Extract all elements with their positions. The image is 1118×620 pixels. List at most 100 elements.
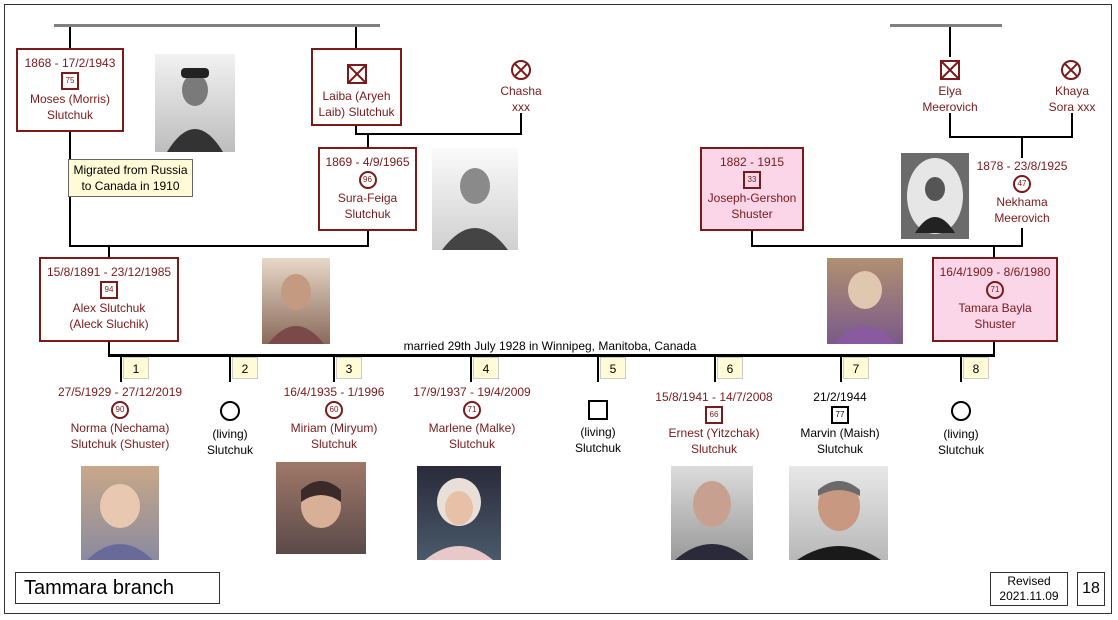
revised-date: 2021.11.09 — [999, 589, 1059, 603]
top-bar-right — [890, 24, 1002, 27]
child-number-1: 1 — [123, 357, 149, 379]
line-moses-up — [69, 27, 71, 49]
chasha-surname: xxx — [512, 100, 530, 114]
line-khaya-down — [1071, 113, 1073, 137]
oval-portrait-icon — [907, 158, 963, 234]
sura-age-icon: 96 — [358, 171, 377, 189]
sura-surname: Slutchuk — [344, 207, 391, 221]
line-elya-down — [949, 113, 951, 137]
person-laiba[interactable]: Laiba (Aryeh Laib) Slutchuk — [311, 48, 402, 126]
portrait-man-icon — [797, 481, 881, 560]
person-child-8[interactable]: (living) Slutchuk — [925, 400, 997, 458]
branch-title: Tammara branch — [15, 572, 220, 604]
child2-surname: Slutchuk — [206, 443, 254, 457]
line-alex-down — [108, 342, 110, 356]
child-number-3: 3 — [336, 357, 362, 379]
moses-dates: 1868 - 17/2/1943 — [24, 56, 116, 70]
tamara-photo — [827, 258, 903, 344]
person-moses[interactable]: 1868 - 17/2/1943 75 Moses (Morris) Slutc… — [16, 48, 124, 132]
line-nekhama-down — [1021, 228, 1023, 246]
nekhama-surname: Meerovich — [994, 211, 1050, 225]
portrait-woman-icon — [835, 271, 895, 344]
person-alex[interactable]: 15/8/1891 - 23/12/1985 94 Alex Slutchuk … — [39, 257, 179, 342]
child-number-6: 6 — [717, 357, 743, 379]
portrait-man-icon — [675, 481, 749, 560]
ernest-surname: Slutchuk — [690, 442, 738, 456]
child-drop-2 — [229, 356, 231, 382]
joseph-name: Joseph-Gershon — [707, 191, 797, 205]
sura-photo — [432, 148, 518, 250]
person-norma[interactable]: 27/5/1929 - 27/12/2019 90 Norma (Nechama… — [50, 384, 190, 452]
person-marvin[interactable]: 21/2/1944 77 Marvin (Maish) Slutchuk — [786, 389, 894, 457]
moses-surname: Slutchuk — [46, 108, 94, 122]
ernest-dates: 15/8/1941 - 14/7/2008 — [655, 390, 773, 404]
tamara-dates: 16/4/1909 - 8/6/1980 — [939, 265, 1051, 279]
child-drop-1 — [120, 356, 122, 382]
child5-name: (living) — [580, 425, 616, 439]
person-ernest[interactable]: 15/8/1941 - 14/7/2008 66 Ernest (Yitzcha… — [648, 389, 780, 457]
nekhama-age-icon: 47 — [1013, 175, 1031, 193]
norma-dates: 27/5/1929 - 27/12/2019 — [57, 385, 183, 399]
chasha-label[interactable]: Chasha xxx — [486, 83, 556, 115]
portrait-child-icon — [87, 484, 153, 560]
person-child-5[interactable]: (living) Slutchuk — [562, 400, 634, 456]
miriam-photo — [276, 462, 366, 554]
child-drop-4 — [470, 356, 472, 382]
line-to-sura — [367, 133, 369, 147]
laiba-name: Laiba (Aryeh — [322, 89, 391, 103]
tamara-name: Tamara Bayla — [958, 301, 1032, 315]
portrait-woman-icon — [425, 478, 493, 560]
khaya-deceased-female-icon — [1061, 60, 1081, 80]
marlene-surname: Slutchuk — [448, 437, 496, 451]
person-child-2[interactable]: (living) Slutchuk — [195, 400, 265, 458]
alex-photo — [262, 258, 330, 344]
child-number-4: 4 — [473, 357, 499, 379]
line-laiba-chasha — [355, 133, 522, 135]
khaya-label[interactable]: Khaya Sora xxx — [1035, 83, 1109, 115]
laiba-surname: Laib) Slutchuk — [318, 105, 395, 119]
chasha-deceased-female-icon — [511, 60, 531, 80]
ernest-age-icon: 66 — [705, 406, 723, 424]
line-sura-down — [367, 231, 369, 246]
miriam-age-icon: 60 — [325, 401, 343, 419]
line-to-alex — [108, 245, 110, 258]
line-tamara-down — [993, 342, 995, 356]
line-moses-sura — [69, 245, 369, 247]
person-miriam[interactable]: 16/4/1935 - 1/1996 60 Miriam (Miryum) Sl… — [270, 384, 398, 452]
marvin-name: Marvin (Maish) — [800, 426, 880, 440]
marlene-photo — [417, 466, 501, 560]
child2-name: (living) — [212, 427, 248, 441]
norma-surname: Slutchuk (Shuster) — [70, 437, 170, 451]
moses-photo — [155, 54, 235, 152]
moses-name: Moses (Morris) — [30, 92, 110, 106]
alex-age-icon: 94 — [100, 281, 118, 299]
line-laiba-up — [355, 27, 357, 49]
elya-label[interactable]: Elya Meerovich — [910, 83, 990, 115]
line-to-tamara — [993, 245, 995, 258]
joseph-surname: Shuster — [731, 207, 773, 221]
ernest-name: Ernest (Yitzchak) — [668, 426, 760, 440]
person-joseph[interactable]: 1882 - 1915 33 Joseph-Gershon Shuster — [700, 147, 804, 231]
deceased-male-icon — [346, 64, 367, 84]
marlene-age-icon: 71 — [463, 401, 481, 419]
norma-photo — [81, 466, 159, 560]
chasha-name: Chasha — [500, 84, 542, 98]
migration-line1: Migrated from Russia — [73, 163, 188, 177]
line-laiba-down — [355, 126, 357, 134]
khaya-surname: Sora xxx — [1048, 100, 1096, 114]
person-tamara[interactable]: 16/4/1909 - 8/6/1980 71 Tamara Bayla Shu… — [932, 257, 1058, 342]
person-sura[interactable]: 1869 - 4/9/1965 96 Sura-Feiga Slutchuk — [318, 147, 417, 231]
sura-dates: 1869 - 4/9/1965 — [325, 155, 410, 169]
person-nekhama[interactable]: 1878 - 23/8/1925 47 Nekhama Meerovich — [972, 158, 1072, 226]
sura-name: Sura-Feiga — [337, 191, 398, 205]
revised-label: Revised — [1007, 574, 1051, 588]
norma-name: Norma (Nechama) — [70, 421, 170, 435]
child5-surname: Slutchuk — [574, 441, 622, 455]
tamara-age-icon: 71 — [986, 281, 1004, 299]
person-marlene[interactable]: 17/9/1937 - 19/4/2009 71 Marlene (Malke)… — [405, 384, 539, 452]
line-to-nekhama — [1021, 136, 1023, 158]
living-male-icon — [588, 400, 608, 420]
line-elya-up — [949, 27, 951, 57]
child-drop-7 — [840, 356, 842, 382]
child-number-5: 5 — [600, 357, 626, 379]
